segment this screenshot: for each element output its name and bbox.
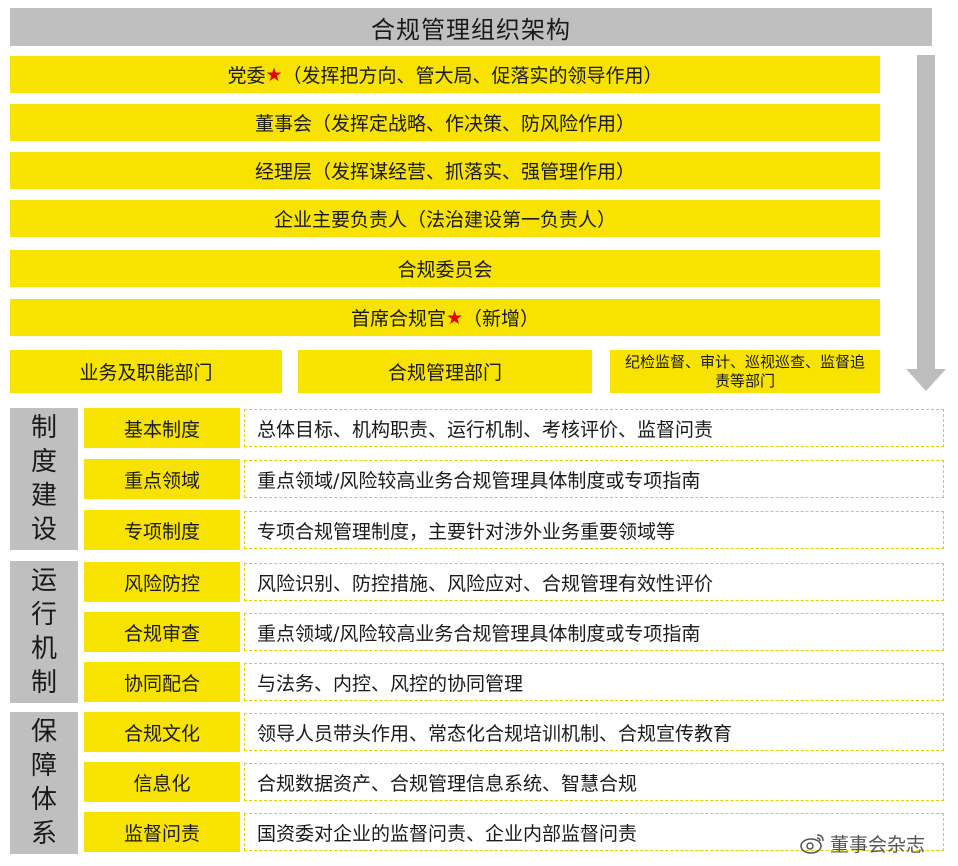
down-arrow-shaft <box>917 55 935 369</box>
org-level-chief-compliance-officer: 首席合规官★（新增） <box>10 299 880 336</box>
dept-supervision: 纪检监督、审计、巡视巡查、监督追责等部门 <box>610 350 880 393</box>
dept-business: 业务及职能部门 <box>10 350 282 393</box>
description-box: 与法务、内控、风控的协同管理 <box>244 663 944 701</box>
description-box: 重点领域/风险较高业务合规管理具体制度或专项指南 <box>244 460 944 498</box>
group-label-char: 行 <box>30 600 57 630</box>
star-icon: ★ <box>265 63 283 86</box>
org-level-management: 经理层（发挥谋经营、抓落实、强管理作用） <box>10 152 880 189</box>
org-level-label: 企业主要负责人（法治建设第一负责人） <box>273 209 616 231</box>
dept-label: 合规管理部门 <box>387 362 502 384</box>
category-box: 合规文化 <box>84 712 240 752</box>
category-box: 基本制度 <box>84 408 240 448</box>
dept-label: 业务及职能部门 <box>79 362 213 384</box>
org-level-party-committee: 党委★（发挥把方向、管大局、促落实的领导作用） <box>10 56 880 93</box>
group-label-char: 机 <box>30 634 57 664</box>
description-box: 重点领域/风险较高业务合规管理具体制度或专项指南 <box>244 613 944 651</box>
group-label-char: 建 <box>30 481 57 511</box>
down-arrow-icon <box>906 369 946 391</box>
org-level-suffix: （发挥把方向、管大局、促落实的领导作用） <box>282 65 663 87</box>
description-box: 总体目标、机构职责、运行机制、考核评价、监督问责 <box>244 409 944 447</box>
star-icon: ★ <box>445 306 464 329</box>
dept-compliance-management: 合规管理部门 <box>298 350 592 393</box>
org-level-label: 首席合规官 <box>350 308 446 330</box>
category-box: 专项制度 <box>84 510 240 550</box>
description-box: 合规数据资产、合规管理信息系统、智慧合规 <box>244 763 944 801</box>
group-label-char: 运 <box>30 566 57 596</box>
group-label-char: 体 <box>30 785 57 815</box>
group-label-char: 系 <box>30 819 57 849</box>
group-label-char: 障 <box>30 751 57 781</box>
group-label-support-system: 保 障 体 系 <box>10 712 78 854</box>
description-box: 国资委对企业的监督问责、企业内部监督问责 <box>244 813 944 851</box>
description-box: 风险识别、防控措施、风险应对、合规管理有效性评价 <box>244 563 944 601</box>
group-label-system-building: 制 度 建 设 <box>10 408 78 550</box>
category-box: 协同配合 <box>84 662 240 702</box>
watermark-text: 董事会杂志 <box>830 833 926 856</box>
org-level-label: 党委 <box>227 65 266 87</box>
category-box: 重点领域 <box>84 459 240 499</box>
org-level-suffix: （新增） <box>463 308 540 330</box>
description-box: 领导人员带头作用、常态化合规培训机制、合规宣传教育 <box>244 713 944 751</box>
org-level-label: 合规委员会 <box>397 259 493 281</box>
watermark: 董事会杂志 <box>800 828 925 858</box>
group-label-char: 设 <box>30 515 57 545</box>
group-label-char: 制 <box>30 413 57 443</box>
group-label-char: 保 <box>30 717 57 747</box>
org-level-label: 董事会（发挥定战略、作决策、防风险作用） <box>254 113 635 135</box>
org-level-board: 董事会（发挥定战略、作决策、防风险作用） <box>10 104 880 141</box>
org-level-label: 经理层（发挥谋经营、抓落实、强管理作用） <box>254 161 635 183</box>
org-level-principal: 企业主要负责人（法治建设第一负责人） <box>10 200 880 237</box>
group-label-operating-mechanism: 运 行 机 制 <box>10 561 78 703</box>
weibo-icon <box>800 834 824 854</box>
category-box: 风险防控 <box>84 562 240 602</box>
group-label-char: 制 <box>30 668 57 698</box>
dept-label: 纪检监督、审计、巡视巡查、监督追责等部门 <box>624 352 865 390</box>
group-label-char: 度 <box>30 447 57 477</box>
category-box: 合规审查 <box>84 612 240 652</box>
diagram-title: 合规管理组织架构 <box>10 8 932 46</box>
org-level-compliance-committee: 合规委员会 <box>10 250 880 287</box>
description-box: 专项合规管理制度，主要针对涉外业务重要领域等 <box>244 511 944 549</box>
category-box: 信息化 <box>84 762 240 802</box>
category-box: 监督问责 <box>84 812 240 852</box>
